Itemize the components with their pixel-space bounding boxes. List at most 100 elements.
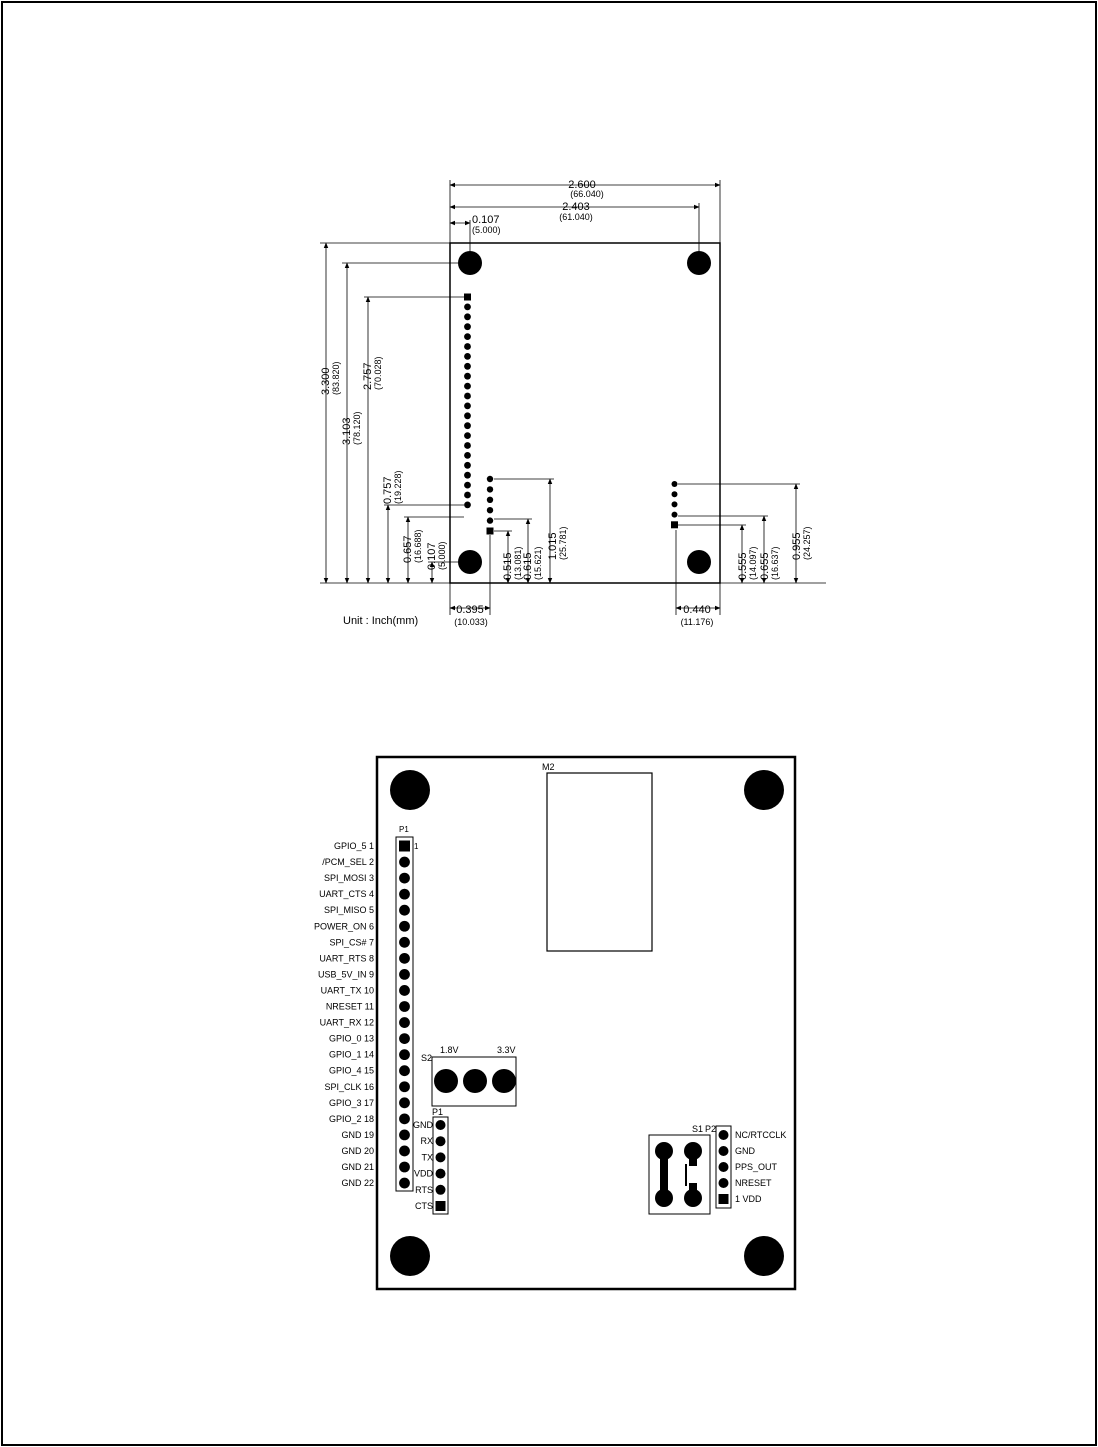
p1-pin-label: UART_TX 10 [321, 985, 374, 995]
pin-dot [464, 491, 471, 499]
dim-right-high-mm: (24.257) [802, 526, 812, 560]
dim-hole-offset-y-mm: (5.000) [437, 541, 447, 570]
dim-mid-mid-mm: (15.621) [533, 546, 543, 580]
p2-pin-label: GND [735, 1146, 756, 1156]
dim-width-total-mm: (66.040) [570, 189, 604, 199]
p1-pin-dot [399, 1001, 410, 1012]
p1-pin-label: GND 21 [341, 1162, 374, 1172]
s2-pad [492, 1069, 516, 1093]
pin-dot [464, 343, 471, 350]
p1-pin-dot [399, 1049, 410, 1061]
p2-pin-label: NC/RTCCLK [735, 1130, 786, 1140]
pin-dot [464, 461, 471, 469]
dim-width-total: 2.600 [568, 179, 596, 191]
pin-dot [486, 507, 494, 514]
m2-module [546, 772, 653, 952]
p1-pin-label: GPIO_4 15 [329, 1066, 374, 1076]
dim-mid-mid: 0.615 [522, 552, 534, 580]
pin-dot [464, 422, 471, 430]
p1-pin-dot [399, 1017, 410, 1028]
s1-switch [648, 1134, 711, 1215]
pin-dot [464, 432, 471, 439]
p1-pin-label: GPIO_1 14 [329, 1050, 374, 1060]
p1b-pin-label: CTS [415, 1201, 433, 1211]
p1-pin-label: GND 20 [341, 1146, 374, 1156]
p1-pin-label: /PCM_SEL 2 [322, 857, 374, 867]
pin-dot [464, 471, 471, 479]
p2-pin-dot [718, 1162, 729, 1172]
p1-pin-column [464, 293, 471, 509]
p1b-pin-label: GND [413, 1120, 434, 1130]
dim-right-mid: 0.655 [759, 552, 771, 580]
dim-mid-x-mm: (10.033) [454, 617, 488, 627]
p1b-pin-label: RX [420, 1136, 433, 1146]
s1-pads [655, 1142, 702, 1207]
pin-dot [486, 496, 494, 503]
right-header-pins [671, 481, 678, 529]
s2-switch [431, 1056, 517, 1107]
p1-pin-dot [399, 856, 410, 868]
mount-hole [390, 1236, 430, 1276]
pin-dot [464, 382, 471, 390]
mount-hole [458, 251, 482, 275]
p1-pin-label: GPIO_5 1 [334, 841, 374, 851]
s2-pad [463, 1069, 487, 1093]
p1-pin-dot [399, 1113, 410, 1125]
dim-hole-offset-y: 0.107 [426, 542, 438, 570]
p1b-pin-label: VDD [414, 1169, 434, 1179]
p1-pin-dot [399, 920, 410, 932]
pin-square [671, 521, 678, 529]
s2-high-label: 3.3V [497, 1045, 516, 1055]
p1-pin-dot [399, 1033, 410, 1044]
mid-header-pins [486, 475, 494, 535]
dim-hole-span-x-mm: (61.040) [559, 212, 593, 222]
p1b-pin-dot [435, 1168, 446, 1179]
p1-pin-label: SPI_CLK 16 [324, 1082, 374, 1092]
p2-label: P2 [705, 1124, 716, 1134]
p1b-pin-dot [435, 1184, 446, 1195]
p1-pin-label: GND 19 [341, 1130, 374, 1140]
dim-p1-bottom-b: 0.657 [402, 535, 414, 563]
dim-height-total: 3.300 [320, 367, 332, 395]
p1-pin1-mark: 1 [414, 842, 419, 851]
dim-mid-low: 0.515 [502, 552, 514, 580]
p2-pin-label: 1 VDD [735, 1194, 762, 1204]
s2-label: S2 [421, 1053, 432, 1063]
p1-pin-dot [399, 969, 410, 980]
dim-right-low-mm: (14.097) [748, 546, 758, 580]
pin-dot [486, 486, 494, 493]
pin-dot [486, 517, 494, 524]
mount-hole [687, 251, 711, 275]
unit-label: Unit : Inch(mm) [343, 615, 418, 627]
dim-hole-span-y-mm: (78.120) [352, 411, 362, 445]
pin-dot [486, 475, 494, 483]
dim-mid-high-mm: (25.781) [558, 526, 568, 560]
p1-pin-label: POWER_ON 6 [314, 921, 374, 931]
dim-p1-bottom-b-mm: (16.688) [413, 529, 423, 563]
p1-pin-dot [399, 1161, 410, 1173]
p2-pin-dot [718, 1146, 729, 1156]
board-outline-bottom [375, 755, 797, 1291]
dim-hole-span-x: 2.403 [562, 201, 590, 213]
pin-dot [464, 353, 471, 360]
dim-mid-x: 0.395 [456, 604, 484, 616]
p1b-pin-dot [435, 1136, 446, 1147]
p2-header [715, 1125, 732, 1209]
p1-pin-label: UART_RTS 8 [319, 953, 374, 963]
pin-dot [671, 501, 678, 508]
dim-p1-top-mm: (70.028) [373, 356, 383, 390]
p1-pin-label: NRESET 11 [326, 1002, 374, 1012]
dim-right-x: 0.440 [683, 604, 711, 616]
p1-pin-label: GPIO_2 18 [329, 1114, 374, 1124]
pin-dot [464, 501, 471, 509]
p1-header [395, 836, 414, 1192]
pin-square [486, 527, 494, 535]
p1b-pin-square [435, 1201, 446, 1211]
p1b-pin-dot [435, 1120, 446, 1130]
dim-mid-low-mm: (13.081) [513, 546, 523, 580]
p1-pin-dot [399, 1145, 410, 1157]
dim-hole-offset-x-mm: (5.000) [472, 225, 501, 235]
